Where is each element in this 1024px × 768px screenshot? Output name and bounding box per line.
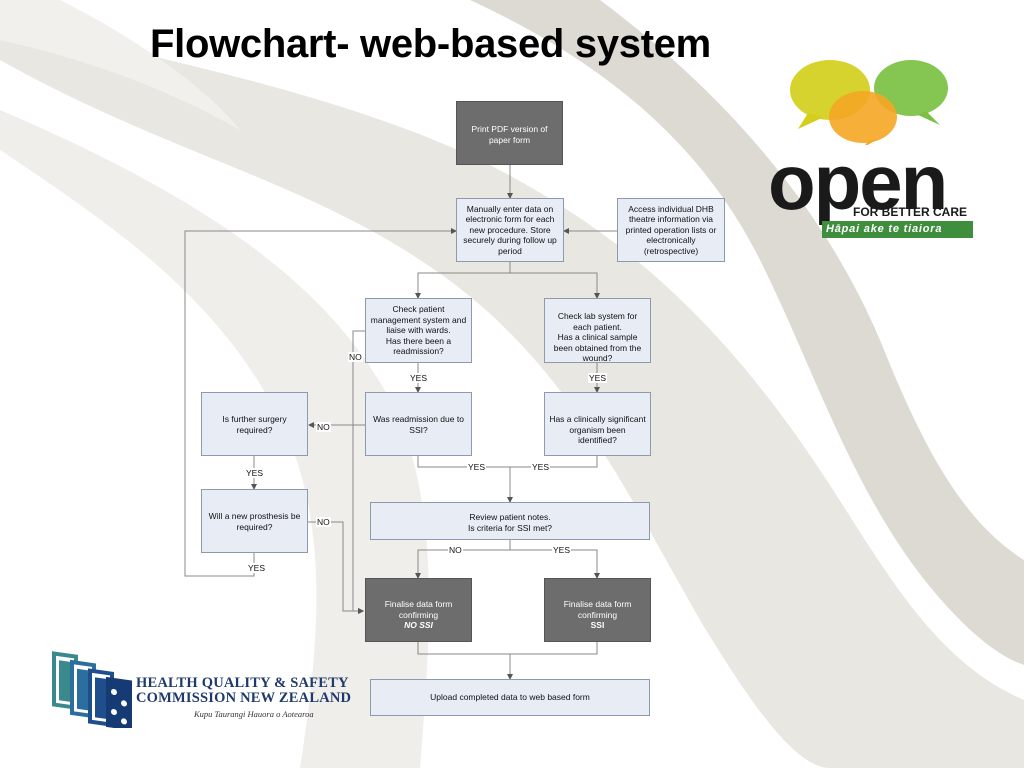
hqsc-name-line2: COMMISSION NEW ZEALAND (136, 690, 352, 706)
edge-pms-no (352, 330, 365, 614)
node-new-prosthesis: Will a new prosthesis be required? (201, 489, 308, 553)
edge-merge-yes (417, 456, 598, 468)
edge-review-yes (510, 549, 600, 579)
label-yes-criteria: YES (552, 545, 572, 555)
hqsc-logo: HEALTH QUALITY & SAFETY COMMISSION NEW Z… (50, 643, 351, 733)
hqsc-name-line1: HEALTH QUALITY & SAFETY (136, 675, 349, 691)
node-check-lab: Check lab system for each patient. Has a… (544, 298, 651, 363)
page-title: Flowchart- web-based system (150, 22, 711, 66)
edge-review-no (415, 540, 511, 579)
label-yes-organism: YES (531, 462, 551, 472)
hqsc-maori-name: Kupu Taurangi Hauora o Aotearoa (194, 709, 314, 719)
open-wordmark: open (768, 138, 948, 226)
edge-merge-finalise (417, 642, 598, 655)
node-manual-entry: Manually enter data on electronic form f… (456, 198, 564, 262)
hqsc-emblem-icon (52, 651, 132, 728)
node-upload: Upload completed data to web based form (370, 679, 650, 716)
open-maori-tagline: Hāpai ake te tiaiora (822, 221, 973, 238)
label-no-criteria: NO (448, 545, 463, 555)
label-no-readmit-ssi: NO (316, 422, 331, 432)
label-yes-readmit-ssi: YES (467, 462, 487, 472)
speech-bubbles-icon (790, 60, 948, 145)
edge-manual-to-pms (415, 262, 511, 299)
node-access-dhb: Access individual DHB theatre informatio… (617, 198, 725, 262)
open-tagline: FOR BETTER CARE (853, 205, 967, 219)
label-no-readmission: NO (348, 352, 363, 362)
label-no-prosthesis: NO (316, 517, 331, 527)
node-print-pdf: Print PDF version of paper form (456, 101, 563, 165)
edge-manual-to-lab (510, 272, 600, 299)
node-review-notes: Review patient notes. Is criteria for SS… (370, 502, 650, 540)
label-yes-further-surgery: YES (245, 468, 265, 478)
edge-prosthesis-no (308, 521, 364, 614)
node-check-pms: Check patient management system and liai… (365, 298, 472, 363)
label-yes-prosthesis: YES (247, 563, 267, 573)
open-logo: open FOR BETTER CARE Hāpai ake te tiaior… (768, 55, 978, 245)
label-yes-readmission: YES (409, 373, 429, 383)
label-yes-lab: YES (588, 373, 608, 383)
node-further-surgery: Is further surgery required? (201, 392, 308, 456)
node-readmission-ssi: Was readmission due to SSI? (365, 392, 472, 456)
node-significant-organism: Has a clinically significant organism be… (544, 392, 651, 456)
